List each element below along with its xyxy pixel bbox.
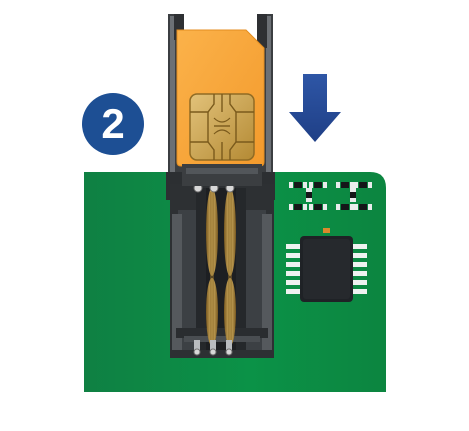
holder-latch [182, 164, 262, 186]
sim-card-icon [176, 29, 265, 167]
step-number-badge: 2 [82, 93, 144, 155]
sim-contact-springs [193, 183, 236, 356]
sim-chip-contacts [189, 93, 255, 161]
down-arrow-icon [289, 74, 341, 142]
ic-chip [286, 236, 367, 302]
smd-components [289, 182, 372, 233]
